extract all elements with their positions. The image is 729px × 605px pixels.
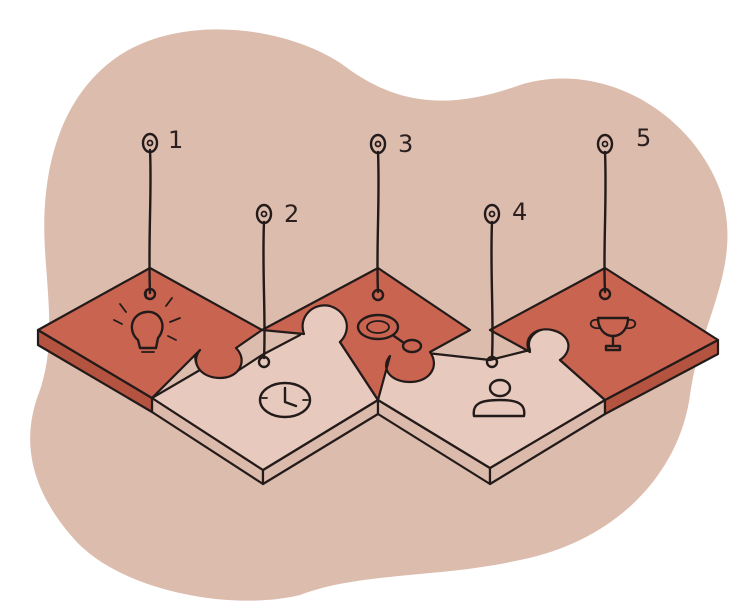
pin-5 xyxy=(596,133,614,301)
user-icon xyxy=(472,378,526,418)
step-number-2: 2 xyxy=(284,200,299,228)
lightbulb-icon xyxy=(113,289,181,353)
trophy-icon xyxy=(589,316,637,352)
puzzle-piece-1 xyxy=(36,266,264,414)
pin-1 xyxy=(141,132,159,301)
step-number-4: 4 xyxy=(512,198,527,226)
pin-3 xyxy=(369,133,387,302)
step-number-3: 3 xyxy=(398,130,413,158)
clock-icon xyxy=(258,381,312,419)
pin-4 xyxy=(483,203,501,369)
pin-2 xyxy=(255,203,273,369)
puzzle-piece-3 xyxy=(260,266,472,402)
step-number-5: 5 xyxy=(636,124,651,152)
search-icon xyxy=(356,313,423,354)
step-number-1: 1 xyxy=(168,126,183,154)
piece-3-top xyxy=(260,266,472,402)
piece-1-top xyxy=(36,266,264,400)
